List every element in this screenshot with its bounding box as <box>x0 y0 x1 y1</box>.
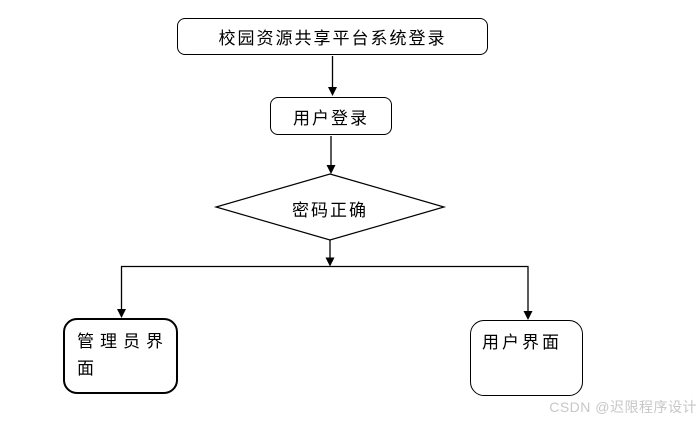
watermark: CSDN @迟限程序设计 <box>549 399 697 415</box>
node-login: 用户登录 <box>270 97 392 135</box>
node-login-label: 用户登录 <box>293 108 369 128</box>
node-start: 校园资源共享平台系统登录 <box>177 18 488 55</box>
arrowhead-split-admin <box>117 309 126 318</box>
node-user: 用户界面 <box>470 320 583 396</box>
node-start-label: 校园资源共享平台系统登录 <box>218 29 447 48</box>
arrowhead-login-decision <box>326 165 336 174</box>
node-user-label: 用户界面 <box>482 333 562 352</box>
arrowhead-split-user <box>523 311 533 320</box>
node-admin: 管理员界面 <box>63 318 178 394</box>
arrowhead-decision-split <box>325 257 335 267</box>
node-decision-label: 密码正确 <box>292 201 368 220</box>
arrowhead-start-login <box>328 87 337 96</box>
node-admin-label: 管理员界面 <box>77 332 169 378</box>
